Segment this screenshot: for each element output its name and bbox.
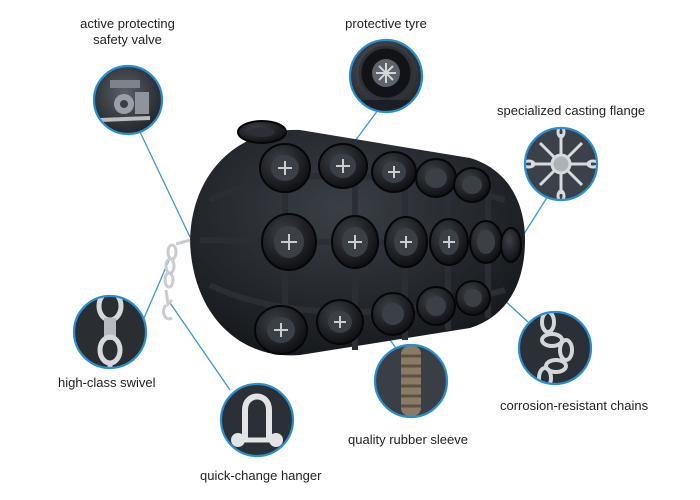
tyre (415, 158, 457, 198)
tyre-icon (350, 45, 422, 112)
valve-icon (99, 80, 151, 122)
label-safety-valve: active protecting safety valve (80, 16, 175, 47)
label-chains: corrosion-resistant chains (500, 398, 649, 413)
callout-valve (94, 66, 162, 134)
shackle-icon (231, 393, 283, 447)
tyre (416, 286, 456, 326)
callout-tyre (350, 40, 422, 112)
label-hanger: quick-change hanger (200, 468, 322, 483)
leader-hanger (167, 299, 231, 391)
tyre (500, 227, 522, 263)
sleeve-icon (401, 346, 421, 416)
label-protective-tyre: protective tyre (345, 16, 427, 31)
label-casting-flange: specialized casting flange (497, 103, 646, 118)
tyre (455, 280, 491, 316)
callout-swivel (74, 296, 146, 368)
end-hardware (162, 238, 191, 321)
callout-chains (519, 312, 591, 384)
tyre-hardware (274, 159, 455, 337)
callout-sleeve (375, 345, 447, 417)
tyre (237, 120, 287, 144)
tyre (371, 292, 415, 336)
label-swivel: high-class swivel (58, 375, 156, 390)
swivel-icon (96, 296, 124, 368)
flange-icon (525, 128, 597, 200)
tyre (453, 167, 491, 203)
chain-icon (537, 312, 574, 384)
label-rubber-sleeve: quality rubber sleeve (348, 432, 468, 447)
callout-flange (525, 128, 597, 200)
tyre (469, 220, 503, 264)
callout-hanger (221, 384, 293, 456)
leader-valve (139, 131, 191, 238)
pneumatic-fender (162, 120, 525, 356)
